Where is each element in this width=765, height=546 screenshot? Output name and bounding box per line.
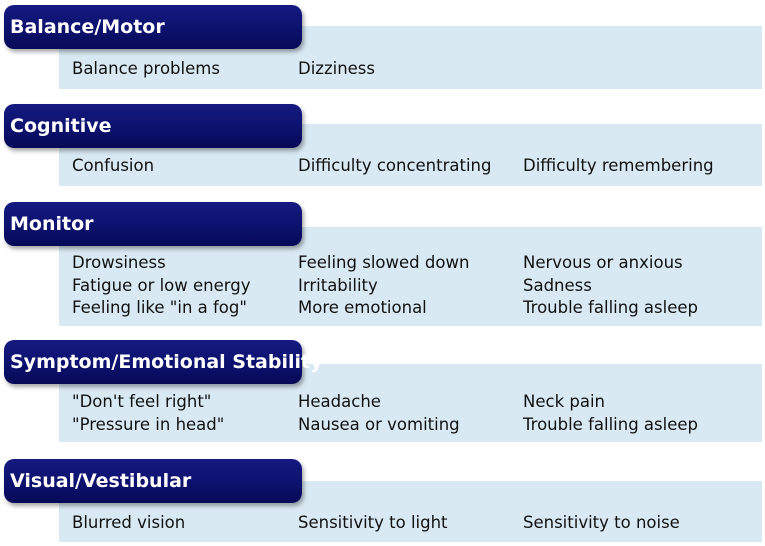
symptom-item: Trouble falling asleep <box>523 414 698 434</box>
symptom-item: More emotional <box>298 298 427 317</box>
category-header: Monitor <box>4 202 302 246</box>
symptom-item: Feeling slowed down <box>298 253 470 272</box>
symptom-item: Sadness <box>523 275 592 295</box>
symptom-item: Irritability <box>298 275 378 295</box>
category-header: Balance/Motor <box>4 5 302 49</box>
symptom-item: Blurred vision <box>72 513 186 532</box>
category-items: Blurred vision Sensitivity to light Sens… <box>72 512 752 535</box>
category-header: Visual/Vestibular <box>4 459 302 503</box>
symptom-item: Difficulty concentrating <box>298 156 492 175</box>
symptom-item: Trouble falling asleep <box>523 298 698 317</box>
category-items: Balance problems Dizziness <box>72 58 752 81</box>
symptom-item: Dizziness <box>298 59 375 78</box>
symptom-item: Sensitivity to noise <box>523 513 680 532</box>
symptom-item: Headache <box>298 392 381 411</box>
category-items: Drowsiness Feeling slowed down Nervous o… <box>72 252 752 320</box>
category-header: Cognitive <box>4 104 302 148</box>
category-header: Symptom/Emotional Stability <box>4 340 323 384</box>
symptom-item: Difficulty remembering <box>523 156 714 175</box>
symptom-item: Feeling like "in a fog" <box>72 298 247 317</box>
symptom-item: Neck pain <box>523 392 605 411</box>
category-items: "Don't feel right" Headache Neck pain "P… <box>72 391 752 436</box>
symptom-item: Fatigue or low energy <box>72 275 251 295</box>
category-items: Confusion Difficulty concentrating Diffi… <box>72 155 752 178</box>
symptom-item: Nausea or vomiting <box>298 414 460 434</box>
symptom-item: Sensitivity to light <box>298 513 448 532</box>
symptom-item: Balance problems <box>72 59 220 78</box>
symptom-item: "Don't feel right" <box>72 392 212 411</box>
symptom-item: Nervous or anxious <box>523 253 683 272</box>
symptom-item: Drowsiness <box>72 253 166 272</box>
symptom-item: Confusion <box>72 156 155 175</box>
symptom-item: "Pressure in head" <box>72 414 225 434</box>
